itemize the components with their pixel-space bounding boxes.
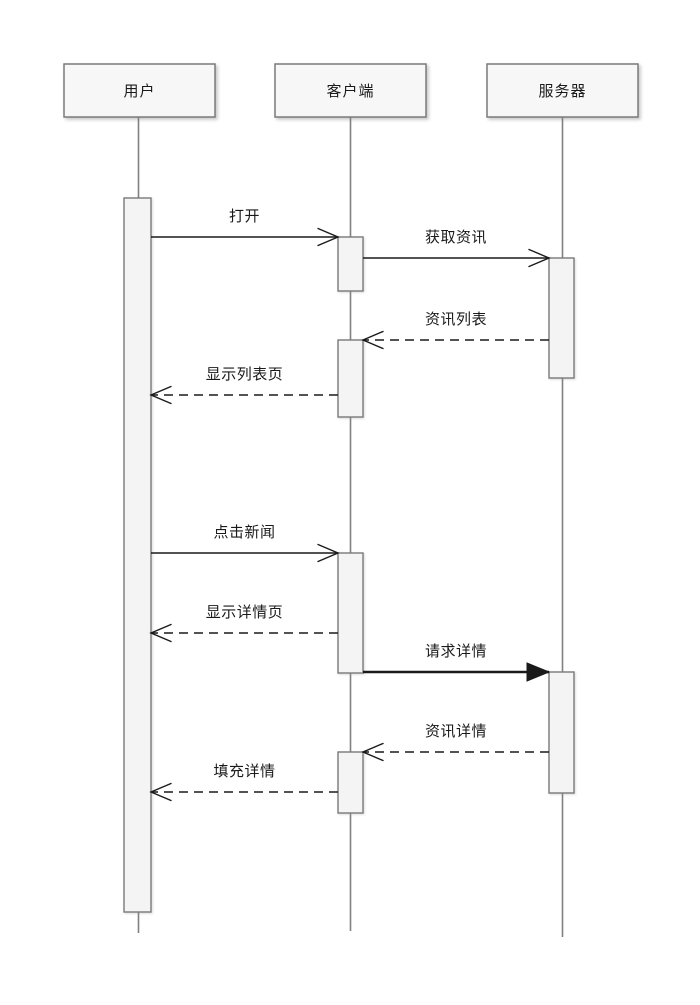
actor-label-user: 用户 [123, 83, 155, 100]
message-label: 显示详情页 [206, 604, 284, 621]
message-arrowhead-open [361, 330, 384, 350]
activation-bar-server [548, 257, 575, 379]
actor-box-server [486, 63, 639, 118]
message-label: 请求详情 [425, 643, 487, 660]
message-arrowhead-open [317, 543, 340, 563]
activation-bar-server [548, 671, 575, 794]
message-label: 点击新闻 [213, 524, 275, 541]
message-label: 获取资讯 [425, 229, 487, 246]
activation-bar-user [123, 197, 152, 913]
message-arrowhead-open [149, 623, 172, 643]
activation-bar-client [337, 552, 364, 674]
actor-box-user [63, 63, 216, 118]
activation-bar-client [337, 751, 364, 814]
actor-label-server: 服务器 [538, 83, 586, 100]
message-arrowhead-filled [526, 662, 551, 682]
actor-box-client [274, 63, 427, 118]
message-label: 填充详情 [213, 763, 275, 780]
message-label: 资讯详情 [425, 723, 487, 740]
message-label: 显示列表页 [206, 366, 284, 383]
message-arrowhead-open [528, 248, 551, 268]
message-label: 打开 [229, 208, 260, 225]
activation-bar-client [337, 339, 364, 418]
message-arrowhead-open [317, 227, 340, 247]
message-label: 资讯列表 [425, 311, 487, 328]
message-arrowhead-open [149, 782, 172, 802]
message-arrowhead-open [149, 385, 172, 405]
activation-bar-client [337, 236, 364, 292]
message-arrowhead-open [361, 742, 384, 762]
actor-label-client: 客户端 [326, 83, 374, 100]
